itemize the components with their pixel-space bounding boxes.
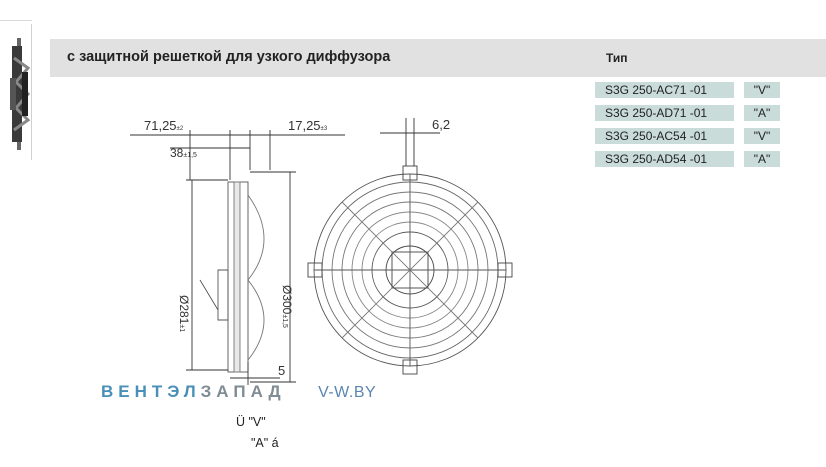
- dim-diameter-300: Ø300±1,5: [280, 285, 294, 328]
- type-code: "A": [744, 105, 780, 121]
- type-row: S3G 250-AD54 -01 "A": [595, 151, 795, 168]
- brand-url: V-W.BY: [318, 384, 377, 401]
- dim-38: 38±1,5: [170, 146, 197, 160]
- fan-technical-drawing: 71,25±2 17,25±3 38±1,5 6,2 Ø281±1 Ø300±1…: [130, 117, 513, 385]
- type-code: "A": [744, 151, 780, 167]
- fan-side-icon: [10, 38, 31, 150]
- side-divider: [31, 24, 32, 160]
- dim-71-25: 71,25±2: [144, 118, 184, 133]
- type-name: S3G 250-AD54 -01: [595, 151, 734, 167]
- type-row: S3G 250-AC71 -01 "V": [595, 82, 795, 99]
- dim-5: 5: [278, 363, 285, 378]
- type-column-label: Тип: [606, 51, 628, 65]
- header-bar: с защитной решеткой для узкого диффузора…: [50, 39, 826, 77]
- dim-diameter-281: Ø281±1: [177, 295, 191, 332]
- brand-part-1: ВЕНТЭЛ: [101, 382, 201, 401]
- brand-part-2: ЗАПАД: [200, 382, 286, 401]
- type-name: S3G 250-AC54 -01: [595, 128, 734, 144]
- type-code: "V": [744, 128, 780, 144]
- dim-17-25: 17,25±3: [288, 118, 328, 133]
- section-title: с защитной решеткой для узкого диффузора: [67, 49, 391, 65]
- type-row: S3G 250-AC54 -01 "V": [595, 128, 795, 145]
- footnote-a: "A" á: [251, 436, 279, 450]
- type-name: S3G 250-AD71 -01: [595, 105, 734, 121]
- top-rule: [0, 20, 32, 21]
- footnote-v: Ü "V": [236, 415, 266, 429]
- brand-watermark: ВЕНТЭЛЗАПАД V-W.BY: [101, 382, 376, 402]
- type-row: S3G 250-AD71 -01 "A": [595, 105, 795, 122]
- dim-6-2: 6,2: [432, 117, 450, 132]
- type-name: S3G 250-AC71 -01: [595, 82, 734, 98]
- type-code: "V": [744, 82, 780, 98]
- type-list: S3G 250-AC71 -01 "V" S3G 250-AD71 -01 "A…: [595, 82, 795, 174]
